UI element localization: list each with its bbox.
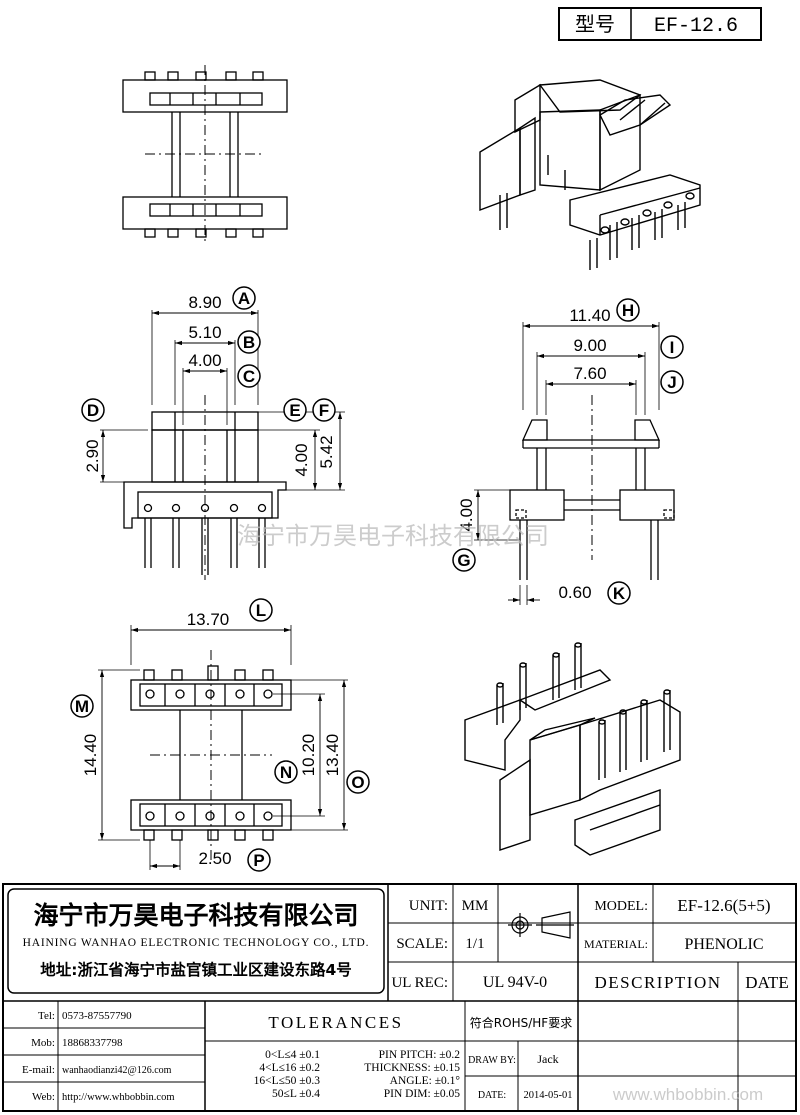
dim-i-letter: I	[670, 338, 675, 357]
dim-g-letter: G	[457, 551, 470, 570]
model-box-value: EF-12.6	[654, 15, 738, 38]
tolerance-other-4: PIN DIM: ±0.05	[384, 1088, 461, 1100]
contact-tel-value: 0573-87557790	[62, 1010, 132, 1022]
dim-o-value: 13.40	[323, 734, 342, 777]
company-name-cn: 海宁市万昊电子科技有限公司	[33, 901, 358, 930]
unit-value: MM	[462, 898, 489, 914]
date2-value: 2014-05-01	[524, 1090, 573, 1101]
title-block	[2, 883, 797, 1112]
projection-symbol-icon	[508, 911, 574, 939]
dim-j-value: 7.60	[573, 364, 606, 383]
contact-mob-value: 18868337798	[62, 1037, 123, 1049]
tolerance-range-3: 16<L≤50 ±0.3	[254, 1075, 321, 1087]
date-label: DATE	[745, 973, 788, 992]
dim-f-value: 5.42	[317, 435, 336, 468]
bottom-view	[98, 625, 348, 870]
company-name-en: HAINING WANHAO ELECTRONIC TECHNOLOGY CO.…	[23, 937, 370, 949]
contact-mob-label: Mob:	[31, 1037, 55, 1049]
dim-n-value: 10.20	[299, 734, 318, 777]
date2-label: DATE:	[478, 1090, 506, 1101]
scale-label: SCALE:	[396, 936, 448, 952]
dim-n-letter: N	[280, 763, 292, 782]
model-box: 型号 EF-12.6	[558, 7, 762, 41]
dim-l-letter: L	[256, 601, 266, 620]
dim-h-value: 11.40	[569, 306, 610, 325]
unit-label: UNIT:	[409, 898, 448, 914]
dim-l-value: 13.70	[187, 610, 230, 629]
material-label: MATERIAL:	[584, 937, 648, 951]
model-value: EF-12.6(5+5)	[677, 896, 770, 915]
rohs-note: 符合ROHS/HF要求	[470, 1015, 572, 1030]
contact-web-value: http://www.whbobbin.com	[62, 1092, 174, 1103]
contact-email-label: E-mail:	[22, 1064, 55, 1076]
tolerance-other-1: PIN PITCH: ±0.2	[379, 1049, 461, 1061]
dim-b-value: 5.10	[188, 323, 221, 342]
dim-b-letter: B	[243, 333, 255, 352]
contact-web-label: Web:	[32, 1091, 55, 1103]
model-label: MODEL:	[594, 899, 648, 914]
ulrec-label: UL REC:	[391, 975, 448, 991]
dim-c-letter: C	[243, 367, 255, 386]
top-view	[122, 65, 288, 245]
dimension-values: 8.90 5.10 4.00 2.90 4.00 5.42 4.00 11.40…	[81, 293, 611, 868]
tolerances-title: TOLERANCES	[268, 1013, 403, 1032]
scale-value: 1/1	[465, 936, 484, 952]
company-block: 海宁市万昊电子科技有限公司 HAINING WANHAO ELECTRONIC …	[23, 901, 370, 979]
tolerance-range-1: 0<L≤4 ±0.1	[265, 1049, 320, 1061]
tolerance-range-4: 50≤L ±0.4	[272, 1088, 320, 1100]
dim-a-letter: A	[238, 289, 250, 308]
dim-p-value: 2.50	[198, 849, 231, 868]
dimension-letters: A B C D E F G H I J K L M N O P	[70, 286, 684, 872]
dim-m-value: 14.40	[81, 734, 100, 777]
dim-d-value: 2.90	[83, 439, 102, 472]
iso-view-bottom	[464, 642, 681, 856]
dim-a-value: 8.90	[188, 293, 221, 312]
tolerances: TOLERANCES 0<L≤4 ±0.1 4<L≤16 ±0.2 16<L≤5…	[254, 1013, 461, 1100]
drawby-value: Jack	[537, 1052, 558, 1066]
dim-o-letter: O	[351, 773, 364, 792]
watermark: 海宁市万昊电子科技有限公司	[237, 522, 549, 550]
tolerance-other-3: ANGLE: ±0.1°	[390, 1075, 461, 1087]
front-view	[100, 310, 345, 580]
dim-g-value: 4.00	[457, 498, 476, 531]
contact-email-value: wanhaodianzi42@126.com	[62, 1065, 172, 1076]
drawby-label: DRAW BY:	[468, 1055, 516, 1066]
dim-j-letter: J	[667, 373, 676, 392]
tolerance-range-2: 4<L≤16 ±0.2	[259, 1062, 320, 1074]
material-value: PHENOLIC	[684, 936, 763, 953]
dim-e-letter: E	[289, 401, 300, 420]
dim-e-value: 4.00	[292, 443, 311, 476]
contact-tel-label: Tel:	[38, 1010, 55, 1022]
company-address: 地址:浙江省海宁市盐官镇工业区建设东路4号	[40, 960, 352, 979]
contacts: Tel: 0573-87557790 Mob: 18868337798 E-ma…	[22, 1010, 174, 1103]
site-watermark: www.whbobbin.com	[612, 1085, 763, 1104]
iso-view-top	[479, 79, 701, 270]
dim-c-value: 4.00	[188, 351, 221, 370]
dim-k-letter: K	[613, 584, 626, 603]
dim-i-value: 9.00	[573, 336, 606, 355]
dim-d-letter: D	[87, 401, 99, 420]
description-label: DESCRIPTION	[594, 973, 721, 992]
dim-k-value: 0.60	[558, 583, 591, 602]
tolerance-other-2: THICKNESS: ±0.15	[364, 1062, 460, 1074]
side-view	[474, 322, 675, 605]
dim-p-letter: P	[253, 851, 264, 870]
dim-m-letter: M	[75, 697, 89, 716]
dim-h-letter: H	[622, 301, 634, 320]
model-box-label: 型号	[575, 12, 615, 36]
title-block-fields: UNIT: MM SCALE: 1/1 UL REC: UL 94V-0 MOD…	[391, 896, 788, 1101]
ulrec-value: UL 94V-0	[483, 974, 547, 991]
dim-f-letter: F	[319, 401, 329, 420]
